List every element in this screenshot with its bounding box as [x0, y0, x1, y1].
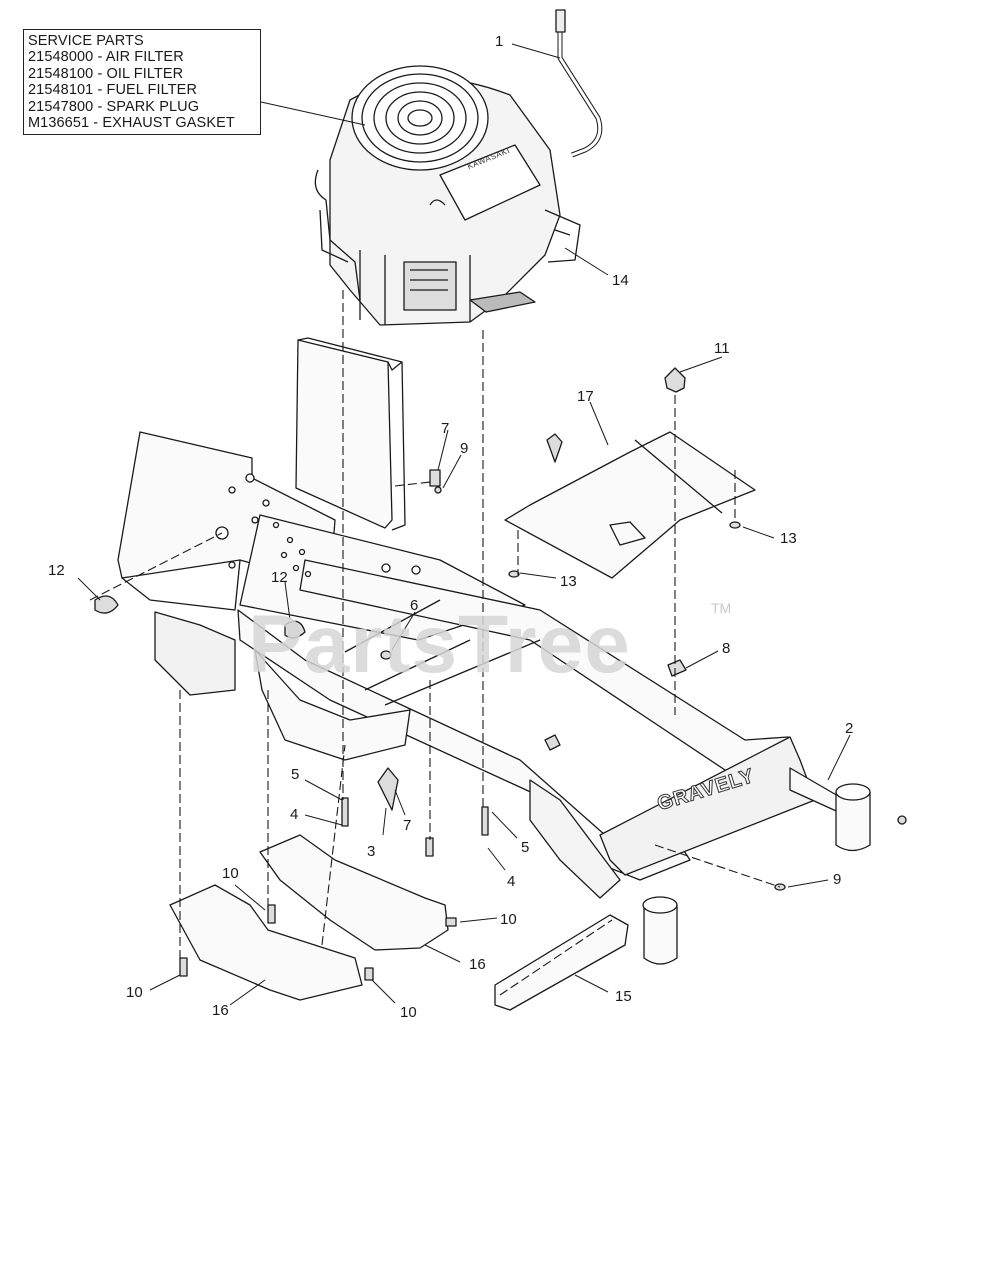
callout-17[interactable]: 17: [577, 388, 594, 405]
shield-16-left: [169, 884, 363, 1001]
knob-11: [664, 367, 686, 393]
callout-3[interactable]: 3: [367, 843, 376, 860]
callout-2[interactable]: 2: [845, 720, 854, 737]
callout-4[interactable]: 4: [290, 806, 299, 823]
callout-9[interactable]: 9: [460, 440, 469, 457]
service-part-item: 21548000 - AIR FILTER: [28, 49, 184, 66]
callout-4[interactable]: 4: [507, 873, 516, 890]
callout-5[interactable]: 5: [291, 766, 300, 783]
dipstick-tube: [557, 15, 603, 158]
caster-tube-right: [835, 783, 871, 852]
service-parts-title: SERVICE PARTS: [28, 33, 144, 49]
callout-7[interactable]: 7: [403, 817, 412, 834]
callout-12[interactable]: 12: [48, 562, 65, 579]
shield-16-right: [259, 834, 449, 951]
watermark-trademark: TM: [711, 600, 732, 616]
callout-8[interactable]: 8: [722, 640, 731, 657]
callout-13[interactable]: 13: [780, 530, 797, 547]
callout-1[interactable]: 1: [495, 33, 504, 50]
callout-12[interactable]: 12: [271, 569, 288, 586]
engine: [314, 65, 581, 326]
callout-11[interactable]: 11: [714, 340, 730, 357]
service-part-item: 21548101 - FUEL FILTER: [28, 82, 198, 99]
callout-13[interactable]: 13: [560, 573, 577, 590]
callout-9[interactable]: 9: [833, 871, 842, 888]
callout-14[interactable]: 14: [612, 272, 629, 289]
callout-10[interactable]: 10: [500, 911, 517, 928]
callout-10[interactable]: 10: [222, 865, 239, 882]
callout-10[interactable]: 10: [126, 984, 143, 1001]
service-parts-box: SERVICE PARTS 21548000 - AIR FILTER 2154…: [23, 29, 261, 135]
mower-frame: [117, 337, 846, 899]
service-part-item: M136651 - EXHAUST GASKET: [28, 115, 235, 132]
callout-6[interactable]: 6: [410, 597, 419, 614]
watermark: PartsTree: [248, 599, 631, 690]
callout-10[interactable]: 10: [400, 1004, 417, 1021]
callout-16[interactable]: 16: [469, 956, 486, 973]
callout-16[interactable]: 16: [212, 1002, 229, 1019]
shield-15: [494, 914, 629, 1011]
hardware: [94, 469, 907, 981]
cover-plate-17: [504, 431, 756, 579]
service-part-item: 21547800 - SPARK PLUG: [28, 98, 200, 115]
caster-tube-left: [642, 896, 678, 965]
callout-5[interactable]: 5: [521, 839, 530, 856]
service-part-item: 21548100 - OIL FILTER: [28, 65, 184, 82]
callout-15[interactable]: 15: [615, 988, 632, 1005]
callout-7[interactable]: 7: [441, 420, 450, 437]
